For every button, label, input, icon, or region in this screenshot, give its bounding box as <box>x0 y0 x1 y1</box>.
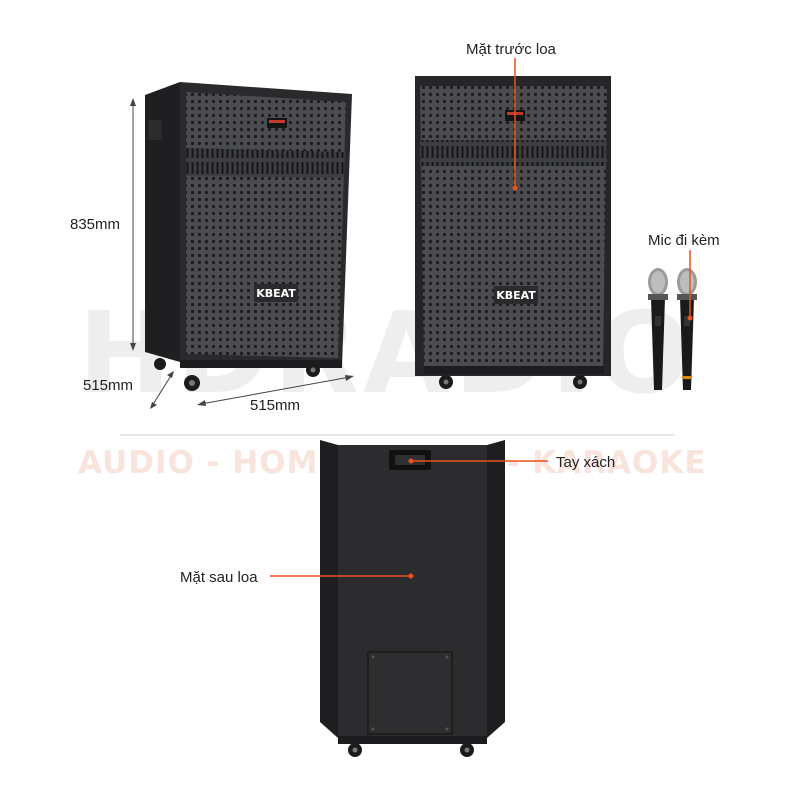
front-grille <box>186 92 346 358</box>
front-logo-plate <box>494 286 538 304</box>
callout-handle-dot <box>408 458 414 464</box>
speaker-side-panel <box>145 82 180 362</box>
rear-access-panel <box>367 651 453 735</box>
back-panel-label: Mặt sau loa <box>180 569 258 586</box>
width-dimension-label: 515mm <box>250 397 301 414</box>
front-logo-text: KBEAT <box>496 289 536 302</box>
speaker-angled-view: KBEAT <box>145 82 352 391</box>
front-logo-text: KBEAT <box>256 287 296 300</box>
front-panel-label: Mặt trước loa <box>466 41 556 58</box>
speaker-side-panel <box>487 440 505 738</box>
speaker-side-panel <box>320 440 338 738</box>
wireless-microphones <box>648 268 697 390</box>
front-logo-plate <box>254 284 298 302</box>
callout-back-dot <box>408 573 414 579</box>
callout-mic-dot <box>687 315 693 321</box>
microphone-body <box>651 298 665 390</box>
dimension-lines <box>130 98 354 409</box>
side-handle <box>148 120 162 140</box>
microphone-label: Mic đi kèm <box>648 232 720 249</box>
speaker-front-view: KBEAT <box>415 76 611 389</box>
callouts <box>270 58 693 579</box>
height-dimension-label: 835mm <box>70 216 121 233</box>
microphone-body <box>680 298 694 390</box>
depth-dimension-label: 515mm <box>83 377 134 394</box>
callout-front-dot <box>512 185 518 191</box>
carry-handle-label: Tay xách <box>556 454 616 471</box>
top-badge-accent <box>269 120 285 123</box>
grille-slot-band <box>186 148 345 178</box>
caster-wheel <box>154 358 166 370</box>
front-grille <box>420 86 607 366</box>
speaker-back-view <box>320 440 505 757</box>
grille-slot-band <box>420 140 607 166</box>
